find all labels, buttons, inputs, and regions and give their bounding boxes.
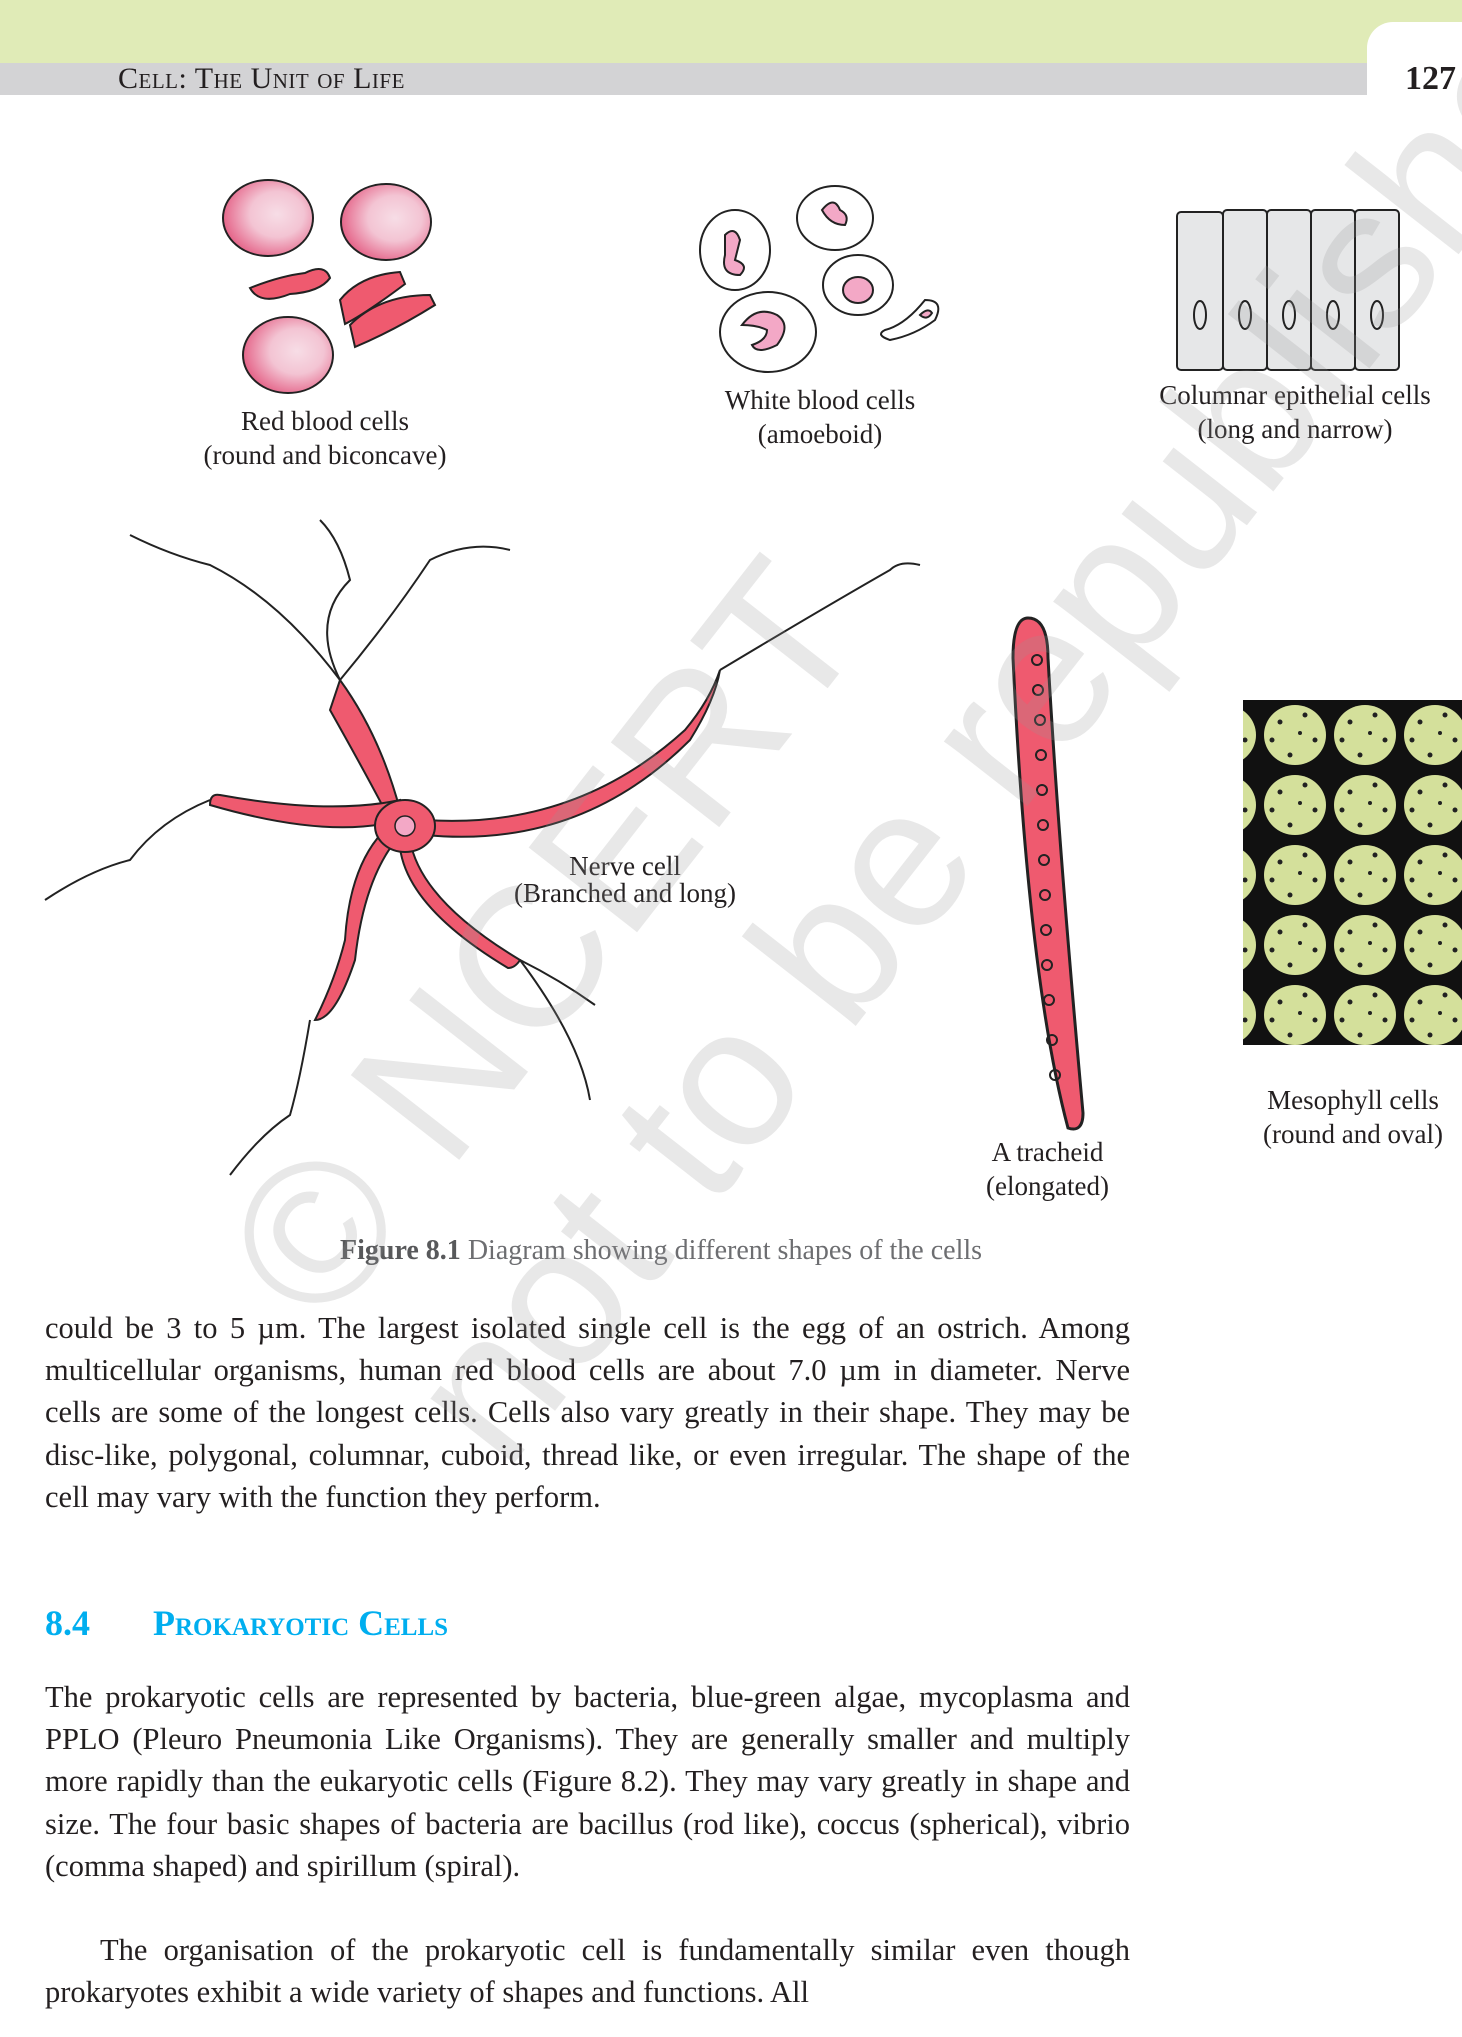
label-line: (long and narrow) <box>1197 414 1393 444</box>
label-line: (elongated) <box>986 1171 1109 1201</box>
page-number-tab <box>1367 22 1462 112</box>
figure-caption: Figure 8.1 Diagram showing different sha… <box>340 1235 982 1267</box>
running-head-bar <box>0 63 1367 95</box>
label-line: (round and biconcave) <box>203 440 447 470</box>
label-line: (amoeboid) <box>757 419 883 449</box>
label-line: (Branched and long) <box>514 878 736 908</box>
body-paragraph-3: The organisation of the prokaryotic cell… <box>45 1933 1130 2010</box>
figure-cell-shapes <box>44 179 1462 1176</box>
section-heading: 8.4 Prokaryotic Cells <box>45 1602 448 1644</box>
page-number: 127 <box>1405 60 1456 97</box>
body-paragraph-1: could be 3 to 5 µm. The largest isolated… <box>45 1311 1130 1514</box>
label-line: (round and oval) <box>1263 1119 1443 1149</box>
label-line: Mesophyll cells <box>1267 1085 1439 1115</box>
label-line: Columnar epithelial cells <box>1159 380 1431 410</box>
body-paragraph-2: The prokaryotic cells are represented by… <box>45 1680 1130 1883</box>
section-number: 8.4 <box>45 1603 90 1643</box>
label-red-blood-cells: Red blood cells (round and biconcave) <box>170 404 480 472</box>
label-nerve-cell: Nerve cell(Branched and long) <box>480 853 770 907</box>
label-tracheid: A tracheid (elongated) <box>965 1135 1130 1203</box>
label-line: A tracheid <box>991 1137 1104 1167</box>
running-title: Cell: The Unit of Life <box>118 62 405 95</box>
red-blood-cells-illustration <box>222 179 437 394</box>
label-mesophyll-cells: Mesophyll cells (round and oval) <box>1238 1083 1462 1151</box>
label-white-blood-cells: White blood cells (amoeboid) <box>680 383 960 451</box>
label-line: White blood cells <box>724 385 916 415</box>
columnar-epithelial-cells-illustration <box>1176 209 1400 371</box>
tracheid-illustration <box>1011 616 1085 1131</box>
label-columnar-epithelial-cells: Columnar epithelial cells (long and narro… <box>1125 378 1462 446</box>
figure-caption-text: Diagram showing different shapes of the … <box>467 1235 983 1266</box>
section-title: Prokaryotic Cells <box>153 1603 449 1643</box>
white-blood-cells-illustration <box>699 185 940 373</box>
nerve-cell-illustration <box>44 519 921 1176</box>
figure-number: Figure 8.1 <box>340 1235 461 1266</box>
label-line: Red blood cells <box>241 406 409 436</box>
label-line: Nerve cell <box>569 851 681 881</box>
header-band <box>0 0 1462 63</box>
mesophyll-cells-illustration <box>1243 700 1462 1045</box>
